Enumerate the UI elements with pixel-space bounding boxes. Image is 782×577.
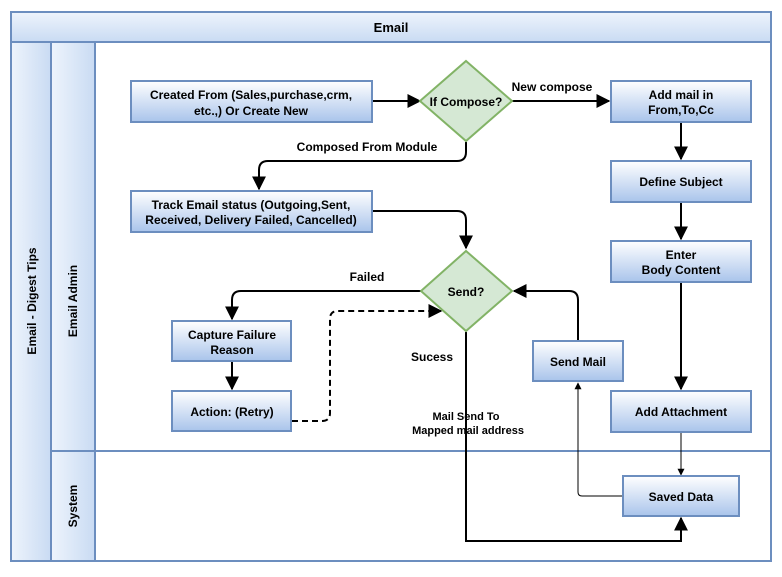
node-action-retry-label: Action: (Retry) [190, 405, 273, 419]
edge-label-success: Sucess [411, 350, 453, 364]
node-add-mail-line2: From,To,Cc [648, 103, 714, 117]
lane-header-system [50, 450, 96, 562]
node-enter-body-line1: Enter [666, 248, 697, 262]
edge-saved-to-sendmail [574, 382, 623, 497]
edge-label-mail-send-to-line1: Mail Send To [432, 411, 499, 423]
node-track-status-line1: Track Email status (Outgoing,Sent, [152, 198, 351, 212]
node-capture-failure[interactable] [171, 320, 292, 362]
node-send-decision-label: Send? [448, 285, 485, 299]
node-define-subject[interactable] [610, 160, 752, 203]
node-send-mail-label: Send Mail [550, 355, 606, 369]
node-enter-body-line2: Body Content [642, 263, 721, 277]
connectors [225, 94, 688, 542]
node-add-attachment-label: Add Attachment [635, 405, 727, 419]
edge-send-to-failure [225, 290, 421, 321]
node-capture-failure-line2: Reason [210, 343, 253, 357]
node-action-retry[interactable] [171, 390, 292, 432]
edge-compose-to-track [252, 142, 467, 191]
edge-retry-to-send [292, 304, 443, 422]
edge-track-to-send [372, 210, 473, 250]
edge-send-to-saved [465, 332, 688, 542]
edge-label-new-compose: New compose [512, 80, 593, 94]
node-capture-failure-line1: Capture Failure [188, 328, 276, 342]
node-saved-data[interactable] [622, 475, 740, 517]
thin-connectors [574, 382, 685, 497]
node-track-status[interactable] [130, 190, 373, 233]
pool-label: Email - Digest Tips [25, 247, 39, 354]
edge-label-failed: Failed [350, 270, 385, 284]
edge-label-composed-from-module: Composed From Module [297, 140, 438, 154]
node-add-mail[interactable] [610, 80, 752, 123]
node-created-from[interactable] [130, 80, 373, 123]
node-add-mail-line1: Add mail in [649, 88, 714, 102]
node-define-subject-label: Define Subject [639, 175, 722, 189]
node-saved-data-label: Saved Data [649, 490, 714, 504]
pool-side-header [10, 41, 52, 562]
node-add-attachment[interactable] [610, 390, 752, 433]
node-send-decision[interactable] [419, 249, 514, 333]
node-if-compose-label: If Compose? [430, 95, 503, 109]
lane-label-system: System [66, 485, 80, 528]
node-track-status-line2: Received, Delivery Failed, Cancelled) [145, 213, 356, 227]
node-enter-body[interactable] [610, 240, 752, 283]
node-created-from-line2: etc.,) Or Create New [194, 104, 309, 118]
lane-label-admin: Email Admin [66, 265, 80, 337]
diagram-title: Email [374, 20, 409, 35]
node-if-compose[interactable] [418, 59, 514, 143]
edge-sendmail-to-send [512, 284, 579, 341]
node-created-from-line1: Created From (Sales,purchase,crm, [150, 88, 352, 102]
edge-label-mail-send-to-line2: Mapped mail address [412, 425, 524, 437]
lane-header-admin [50, 41, 96, 452]
node-send-mail[interactable] [532, 340, 624, 382]
